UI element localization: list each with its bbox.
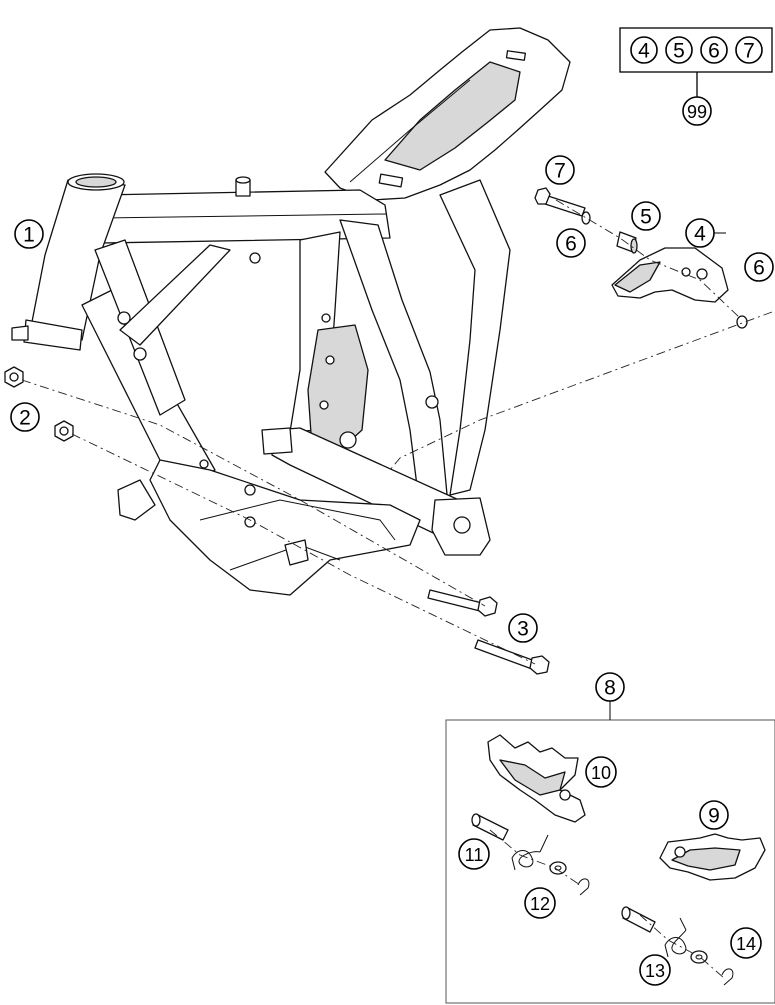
callout-5: 5 [640, 206, 652, 229]
washer-part [581, 211, 591, 225]
callout-13: 13 [645, 961, 665, 981]
kit-callout-4 [630, 36, 658, 64]
callout-14: 14 [736, 934, 756, 954]
washer-part [736, 315, 748, 329]
callout-11: 11 [465, 845, 484, 865]
washer-part [549, 861, 567, 875]
kit-label-7: 7 [743, 40, 755, 63]
footrest-spring-part [511, 834, 549, 871]
callout-4: 4 [694, 223, 706, 246]
callout-6b: 6 [753, 257, 765, 280]
nut-part [54, 420, 74, 442]
left-footrest-part [487, 734, 586, 823]
stand-bracket-part [611, 247, 729, 303]
kit-label-5: 5 [673, 40, 685, 63]
callout-3: 3 [517, 618, 529, 641]
kit-callout-6 [700, 36, 728, 64]
callout-1: 1 [23, 224, 35, 247]
frame-drawing [11, 27, 571, 596]
bolt-part [474, 639, 550, 675]
spacer-sleeve-part [616, 231, 638, 254]
footrest-pin-part [621, 906, 656, 933]
kit-callout-99 [682, 96, 712, 126]
callout-7: 7 [554, 160, 566, 183]
kit-number: 99 [687, 102, 707, 122]
callout-2: 2 [19, 407, 31, 430]
callout-6a: 6 [565, 233, 577, 256]
kit-callout-5 [665, 36, 693, 64]
kit-label-4: 4 [638, 40, 650, 63]
callout-9: 9 [708, 805, 720, 828]
kit-label-6: 6 [708, 40, 720, 63]
nut-part [4, 366, 24, 388]
callout-12: 12 [530, 894, 550, 914]
callout-8: 8 [604, 677, 616, 700]
callout-10: 10 [591, 763, 611, 783]
kit-box: 4 5 6 7 99 [619, 27, 773, 126]
assembly-lines [21, 199, 773, 979]
bolt-part [427, 589, 498, 617]
cotter-pin-part [577, 878, 590, 896]
footrest-spring-part [664, 917, 687, 958]
cotter-pin-part [721, 968, 734, 986]
footrest-pin-part [471, 813, 509, 841]
right-footrest-part [659, 833, 766, 881]
kit-callout-7 [735, 36, 763, 64]
callouts: 1 2 3 4 5 6 6 7 8 9 10 11 12 13 14 [10, 155, 774, 986]
